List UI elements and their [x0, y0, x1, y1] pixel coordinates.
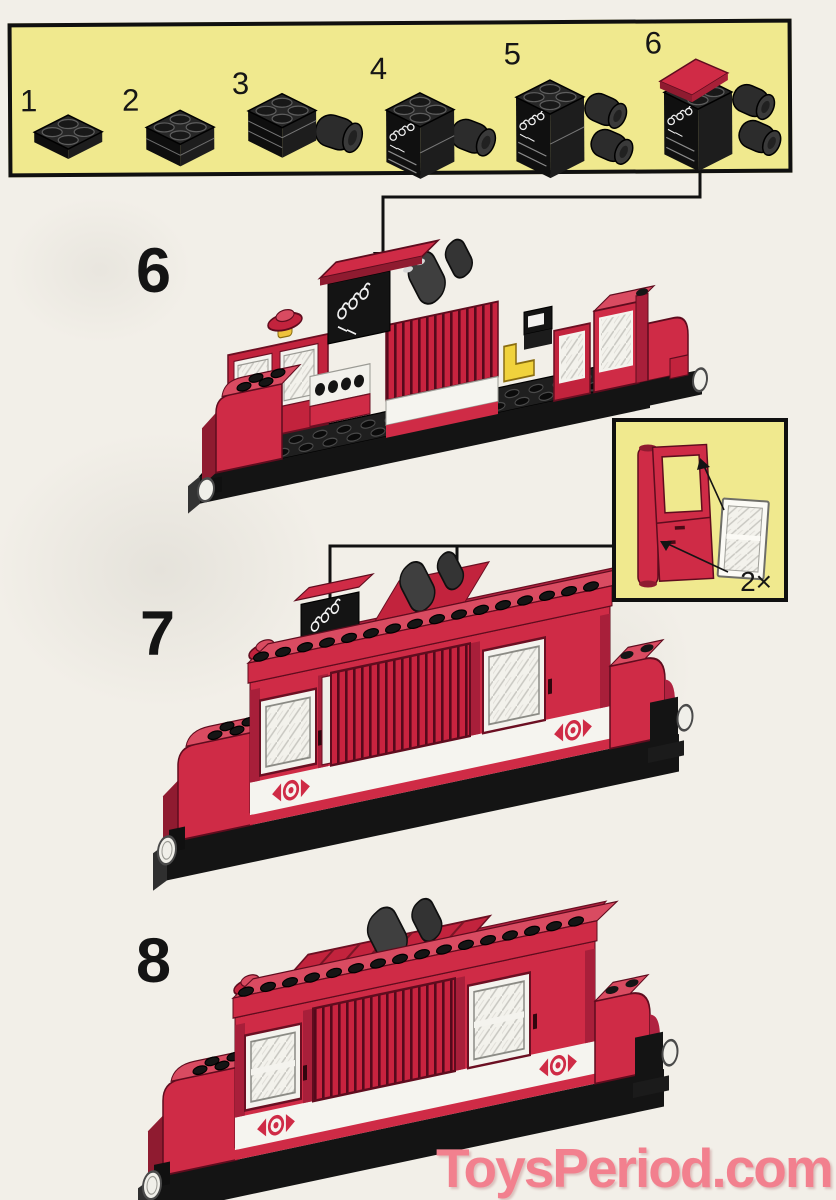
gauge-engine-block-icon — [384, 92, 497, 179]
step-8-label: 8 — [136, 926, 171, 996]
engine-with-red-plate-icon — [658, 58, 782, 172]
black-brick-icon — [144, 109, 216, 167]
front-hood — [197, 363, 302, 503]
grille-block — [385, 300, 499, 438]
grille — [312, 976, 456, 1103]
driver-seat — [503, 305, 553, 383]
quantity-label: 2× — [740, 566, 772, 597]
step-7-label: 7 — [140, 599, 175, 669]
black-plate-icon — [32, 114, 104, 160]
engine-assembly — [317, 238, 473, 345]
red-plate — [658, 58, 730, 103]
front-hood — [142, 1046, 259, 1200]
rail-studs — [238, 916, 584, 997]
pointer-arrows — [660, 458, 729, 573]
rear-hood — [593, 973, 679, 1099]
rail-studs — [253, 581, 599, 662]
interior-cylinder — [411, 897, 443, 943]
rear-cab — [553, 284, 708, 408]
door-glass-pane — [716, 497, 770, 581]
step-8-illustration — [138, 897, 679, 1200]
rear-hood — [608, 638, 694, 764]
parts-panel: 1 2 — [7, 18, 793, 179]
front-hood — [157, 711, 274, 866]
door-assembly-icon — [637, 443, 770, 588]
step-7-illustration — [153, 551, 694, 891]
step-6-illustration — [188, 238, 708, 514]
door-parts-inset: 2× — [612, 418, 788, 602]
grille — [330, 641, 471, 767]
minifig-cap — [267, 308, 303, 339]
watermark: ToysPeriod.com — [436, 1137, 834, 1199]
light-brick — [309, 363, 371, 428]
engine-cylinder-brick-icon — [246, 92, 364, 158]
open-door-slot — [321, 674, 332, 766]
twin-cylinder-engine-icon — [514, 79, 634, 179]
step-6-label: 6 — [136, 236, 171, 306]
